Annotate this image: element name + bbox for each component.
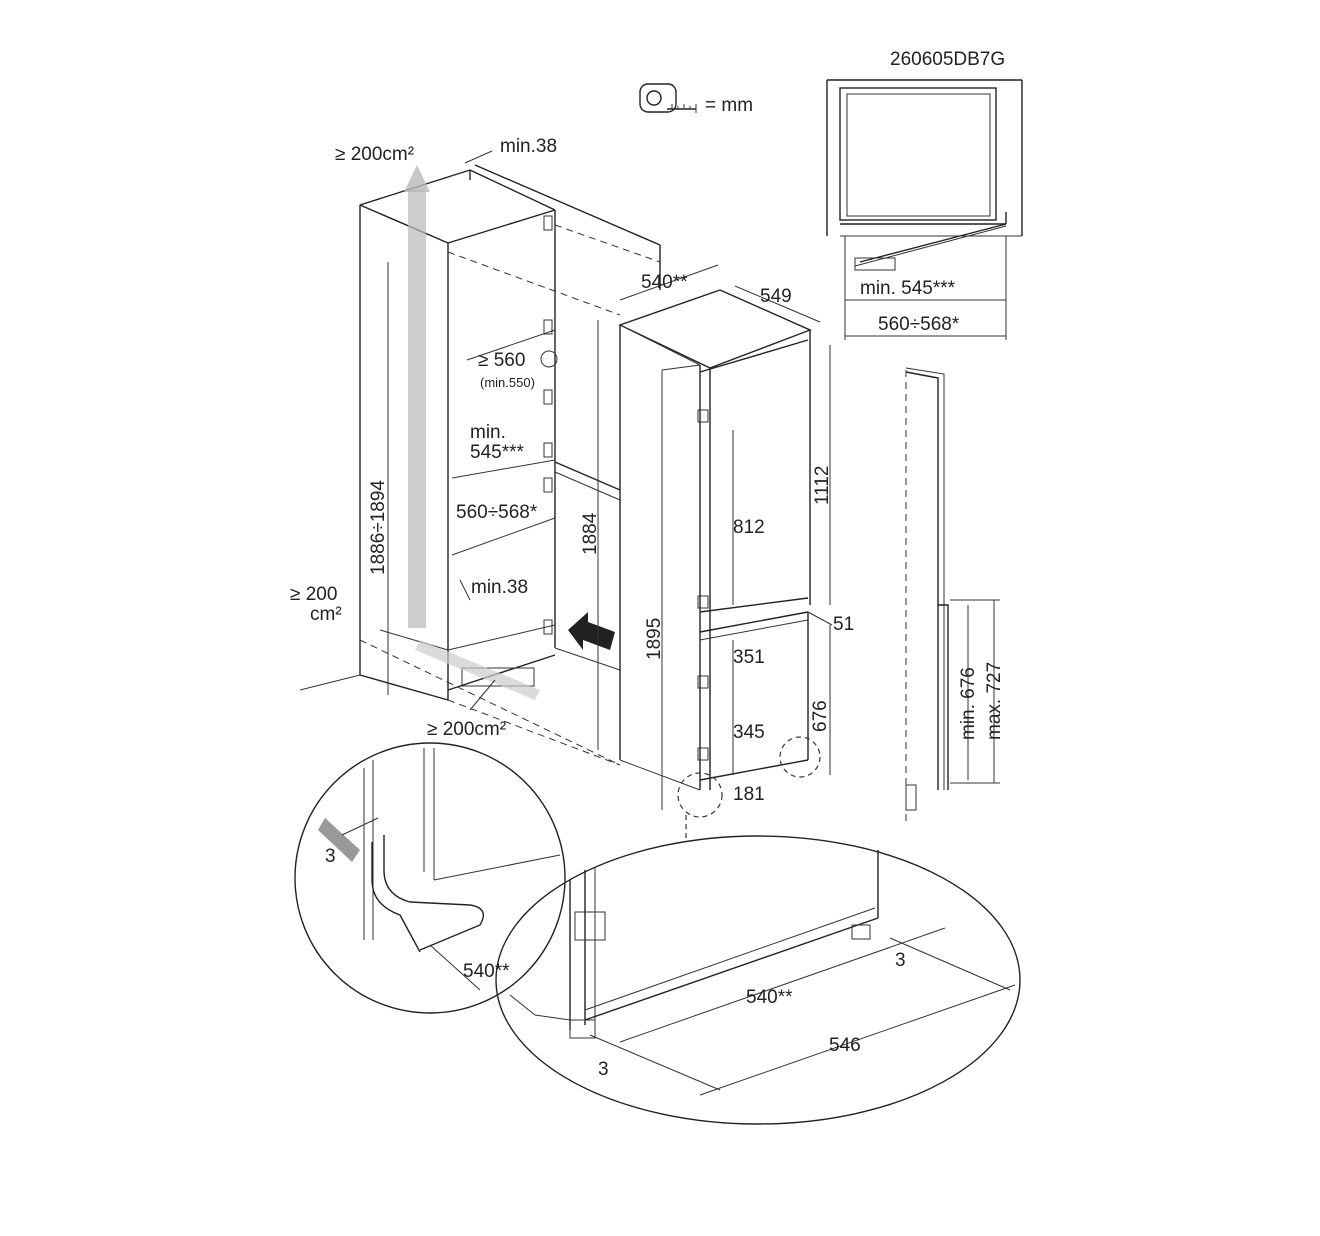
- niche-width-ok-min: (min.550): [480, 375, 535, 390]
- niche-height-inner: 1884: [580, 512, 601, 555]
- airflow-arrow-in: [415, 640, 540, 700]
- appliance-lower: 676: [810, 700, 831, 732]
- detail-left: [294, 742, 566, 1014]
- appliance-upper: 1112: [812, 466, 833, 505]
- detail-bottom-gap-left: 3: [598, 1059, 609, 1080]
- detail-bottom-total: 546: [829, 1035, 861, 1056]
- appliance-depth-540: 540**: [641, 272, 688, 293]
- smiley-icon: [540, 350, 558, 368]
- vent-bottom-label-1: ≥ 200: [290, 584, 337, 605]
- airflow-arrow-up: [404, 165, 430, 628]
- doc-code: 260605DB7G: [890, 49, 1005, 70]
- vent-floor-label: ≥ 200cm²: [427, 719, 506, 740]
- niche-depth-min-1: min.: [470, 422, 506, 443]
- detail-left-gap: 3: [325, 846, 336, 867]
- topview-width-range: 560÷568*: [878, 314, 960, 335]
- topview-min-depth: min. 545***: [860, 278, 956, 299]
- detail-bottom: [495, 835, 1021, 1125]
- detail-bottom-depth: 540**: [746, 987, 793, 1008]
- push-arrow-icon: [568, 612, 615, 650]
- detail-bottom-gap-right: 3: [895, 950, 906, 971]
- appliance-door-upper: 812: [733, 517, 765, 538]
- niche-depth-min-2: 545***: [470, 442, 524, 463]
- appliance-depth-549: 549: [760, 286, 792, 307]
- appliance-body: [618, 289, 812, 810]
- niche-width-range: 560÷568*: [456, 502, 538, 523]
- niche-min38-top: min.38: [500, 136, 557, 157]
- niche-width-ok: ≥ 560: [478, 350, 525, 371]
- appliance-height: 1895: [644, 618, 665, 660]
- tape-measure-icon: [639, 83, 697, 113]
- side-profile: [905, 367, 1000, 825]
- detail-left-depth: 540**: [463, 961, 510, 982]
- appliance-foot: 181: [733, 784, 765, 805]
- niche-height-range: 1886÷1894: [368, 480, 389, 575]
- profile-min: min. 676: [958, 667, 979, 740]
- top-view: [826, 79, 1023, 340]
- vent-top-label: ≥ 200cm²: [335, 144, 414, 165]
- appliance-door-lower-1: 351: [733, 647, 765, 668]
- appliance-gap: 51: [833, 614, 854, 635]
- appliance-door-lower-2: 345: [733, 722, 765, 743]
- profile-max: max. 727: [984, 662, 1005, 740]
- unit-label: = mm: [705, 95, 753, 116]
- niche-min38-bottom: min.38: [471, 577, 528, 598]
- detail-marker-right: [779, 736, 821, 778]
- vent-bottom-label-2: cm²: [310, 604, 342, 625]
- detail-marker-left: [677, 772, 723, 818]
- niche-cabinet: [299, 164, 661, 766]
